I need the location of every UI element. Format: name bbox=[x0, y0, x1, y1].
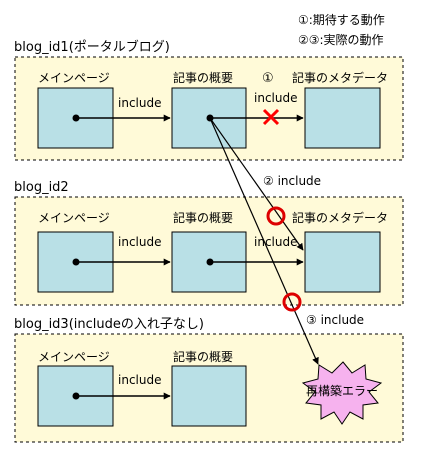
group3-title: blog_id3(includeの入れ子なし) bbox=[14, 317, 204, 332]
step2-summary-to-meta-arrow bbox=[209, 117, 304, 251]
legend-expected: ①:期待する動作 bbox=[298, 13, 385, 27]
group2-summary-include-label: include bbox=[254, 235, 297, 249]
group1-meta-label: 記事のメタデータ bbox=[292, 70, 388, 85]
group1-main-label: メインページ bbox=[38, 71, 110, 85]
group2-meta-box bbox=[304, 231, 381, 293]
legend-actual: ②③:実際の動作 bbox=[298, 32, 384, 47]
group3-summary-box bbox=[171, 365, 247, 427]
step3-ok-circle-icon bbox=[282, 292, 302, 312]
step2-include-label: ② include bbox=[263, 174, 321, 188]
group3-summary-label: 記事の概要 bbox=[173, 349, 233, 364]
group1-summary-include-label: include bbox=[254, 91, 297, 105]
group3-main-include-label: include bbox=[118, 373, 161, 387]
step3-summary-to-error-arrow bbox=[209, 117, 319, 365]
group1-title: blog_id1(ポータルブログ) bbox=[14, 39, 170, 55]
group1-summary-label: 記事の概要 bbox=[173, 70, 233, 85]
blocked-cross-icon bbox=[262, 108, 280, 126]
rebuild-error-starburst bbox=[301, 361, 383, 425]
group2-summary-label: 記事の概要 bbox=[173, 210, 233, 225]
group1-step-marker: ① bbox=[262, 71, 274, 86]
group2-main-include-label: include bbox=[118, 235, 161, 249]
group1-main-include-label: include bbox=[118, 96, 161, 110]
step3-include-label: ③ include bbox=[306, 313, 364, 327]
group2-meta-label: 記事のメタデータ bbox=[292, 210, 388, 225]
group2-main-label: メインページ bbox=[38, 211, 110, 225]
group1-meta-box bbox=[304, 87, 381, 149]
rebuild-error-label: 再構築エラー bbox=[306, 383, 378, 398]
group3-main-label: メインページ bbox=[38, 350, 110, 364]
step2-ok-circle-icon bbox=[266, 206, 286, 226]
group2-title: blog_id2 bbox=[14, 180, 69, 195]
